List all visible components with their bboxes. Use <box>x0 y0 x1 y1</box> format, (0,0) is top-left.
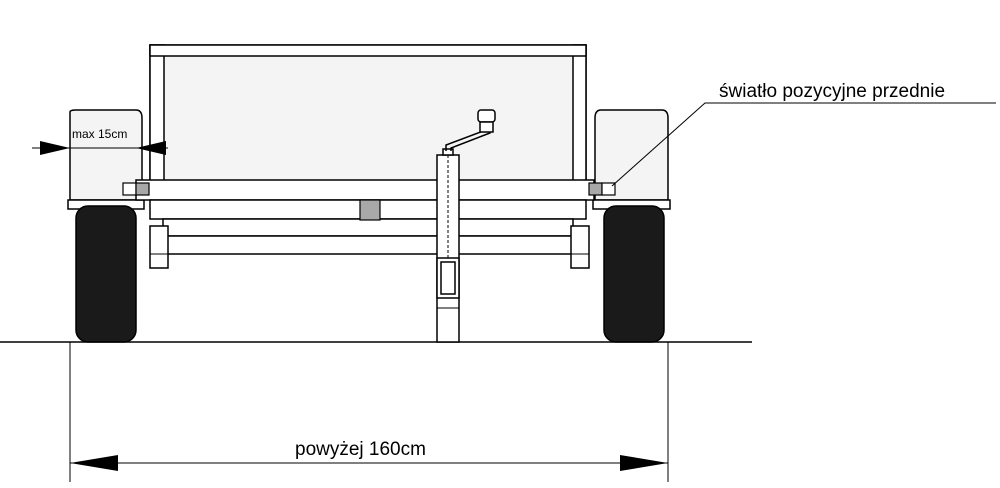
support-jack <box>436 109 496 343</box>
trailer-front-board <box>149 44 587 182</box>
max-offset-label: max 15cm <box>72 127 127 141</box>
max-offset-dimension: max 15cm <box>32 127 168 155</box>
position-light-label: światło pozycyjne przednie <box>719 81 945 102</box>
right-fender <box>592 109 671 210</box>
right-tire <box>603 205 665 343</box>
left-position-light <box>122 182 150 196</box>
center-connector <box>359 199 381 221</box>
width-dimension: powyżej 160cm <box>69 342 669 482</box>
width-label: powyżej 160cm <box>295 439 426 460</box>
position-light-leader-line <box>611 102 996 187</box>
left-tire <box>75 205 137 343</box>
right-position-light <box>588 182 616 196</box>
chassis <box>135 179 595 269</box>
